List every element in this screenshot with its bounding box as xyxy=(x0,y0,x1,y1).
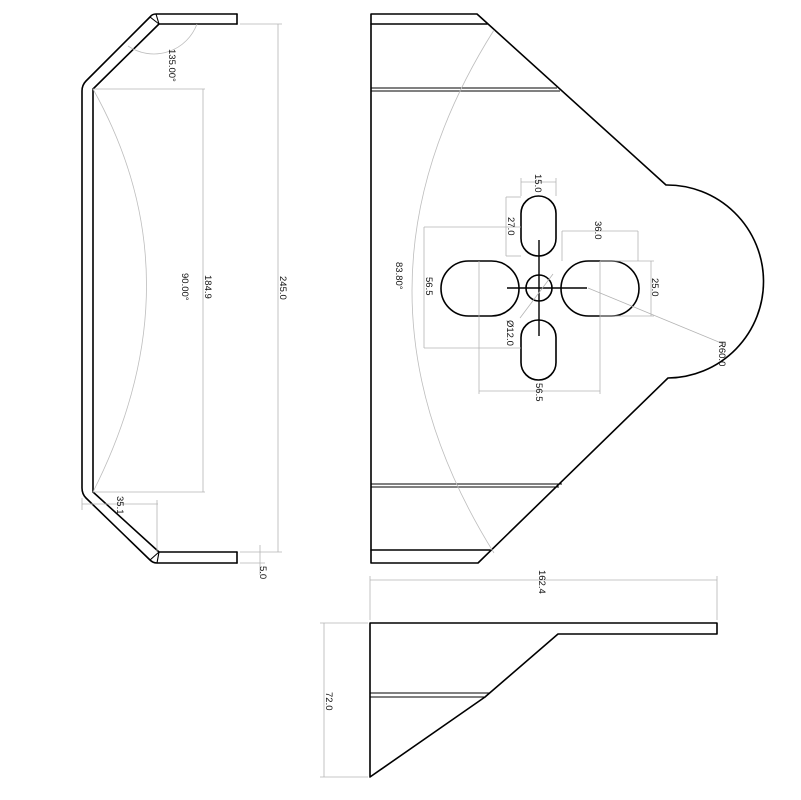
label-overall-height: 245.0 xyxy=(277,276,288,300)
side-profile-inner xyxy=(92,23,238,553)
bend-line-top xyxy=(149,16,160,25)
label-corner-radius: R60.0 xyxy=(716,341,727,366)
side-profile-outer xyxy=(81,13,238,564)
label-overall-length: 162.4 xyxy=(536,570,547,594)
bend-tangent-bottom xyxy=(156,551,160,564)
bottom-outline xyxy=(369,622,718,778)
label-slot-offset: 36.0 xyxy=(592,221,603,240)
label-overall-depth: 72.0 xyxy=(323,692,334,711)
angle-arc-90 xyxy=(92,88,147,493)
angle-arc-135 xyxy=(127,23,198,55)
label-pattern-height: 56.5 xyxy=(423,277,434,296)
angle-arc-83 xyxy=(411,29,495,554)
label-slot-height: 25.0 xyxy=(649,278,660,297)
label-center-hole: Ø12.0 xyxy=(504,320,515,346)
label-arc-angle: 83.80° xyxy=(393,262,404,290)
label-flange-offset: 35.1 xyxy=(114,496,125,515)
label-slot-length: 27.0 xyxy=(505,217,516,236)
label-slot-width: 15.0 xyxy=(532,174,543,193)
bend-tangent-top xyxy=(155,13,160,25)
leader-hole xyxy=(519,273,554,319)
bend-line-bottom xyxy=(149,551,160,561)
bottom-view: 162.4 72.0 xyxy=(320,570,718,778)
leader-radius xyxy=(587,287,727,346)
label-bend-angle: 135.00° xyxy=(166,49,177,82)
side-view: 135.00° 90.00° 184.9 245.0 35.1 5.0 xyxy=(81,13,288,579)
label-pattern-width: 56.5 xyxy=(533,383,544,402)
label-thickness: 5.0 xyxy=(257,566,268,579)
front-view: 83.80° 15.0 27.0 36.0 25.0 56.5 56.5 Ø12… xyxy=(370,13,765,564)
label-inner-height: 184.9 xyxy=(202,275,213,299)
label-inner-angle: 90.00° xyxy=(179,273,190,301)
front-outline xyxy=(370,13,765,564)
